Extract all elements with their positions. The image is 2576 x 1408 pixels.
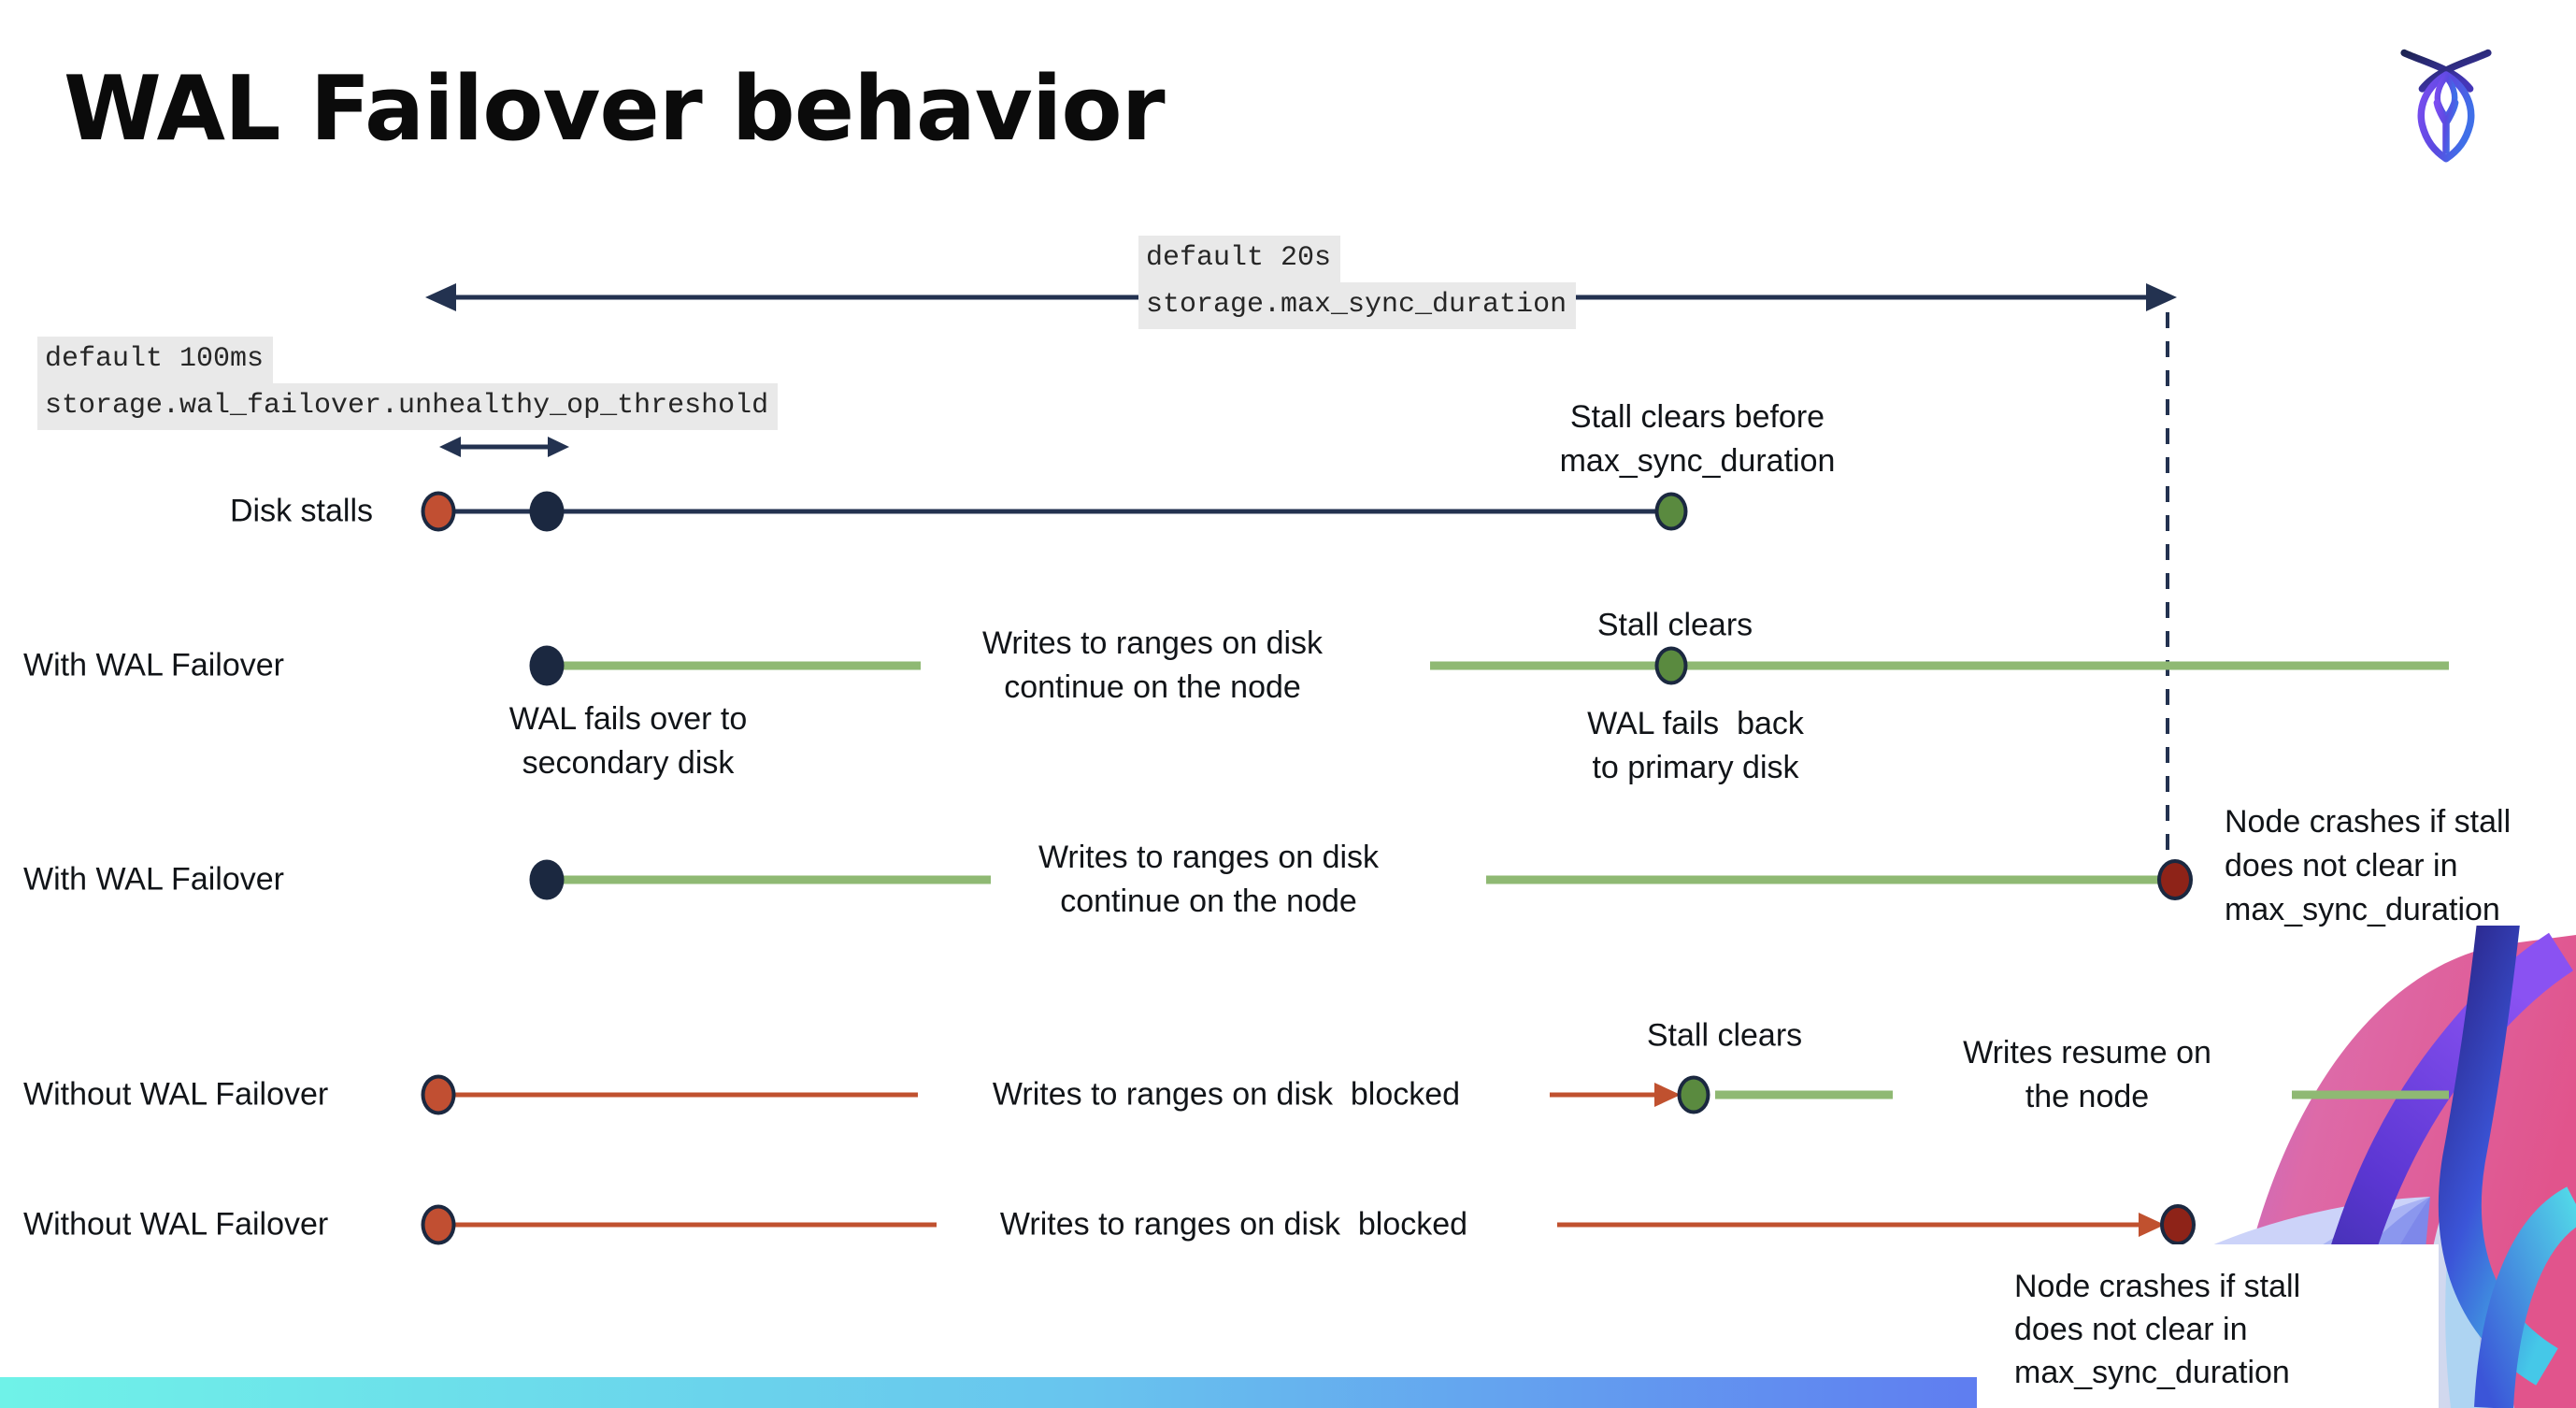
threshold-arrow-right-icon — [548, 437, 569, 457]
writes-continue-line-2 — [1430, 661, 2449, 670]
bottom-gradient-bar — [0, 1377, 1978, 1408]
node-crash-dot-1 — [2157, 859, 2193, 900]
max-sync-default-label: default 20s — [1138, 236, 1341, 282]
disk-stall-timeline — [438, 509, 1671, 514]
writes-blocked-line-2 — [451, 1222, 937, 1228]
threshold-arrow-left-icon — [439, 437, 461, 457]
row-label-disk-stalls: Disk stalls — [230, 493, 374, 529]
unhealthy-op-setting-label: storage.wal_failover.unhealthy_op_thresh… — [37, 383, 779, 430]
node-crash-dot-2 — [2160, 1204, 2196, 1245]
max-sync-duration-annotation: default 20s storage.max_sync_duration — [1138, 236, 1577, 329]
threshold-arrow-line — [458, 444, 550, 450]
stall-clears-label-2: Stall clears — [1646, 1017, 1803, 1054]
blocked-arrow-line-2 — [1557, 1222, 2140, 1228]
failover-dot-2 — [529, 859, 565, 900]
stall-clears-dot — [1654, 492, 1688, 531]
blocked-arrow-line-1 — [1550, 1092, 1656, 1098]
row-label-without-wal-failover-2: Without WAL Failover — [23, 1206, 329, 1243]
writes-blocked-line-1 — [451, 1092, 918, 1098]
page-title: WAL Failover behavior — [64, 58, 1166, 161]
unhealthy-op-threshold-annotation: default 100ms storage.wal_failover.unhea… — [37, 337, 779, 430]
writes-resume-line-1 — [1715, 1090, 1893, 1099]
arrow-left-icon — [425, 283, 456, 311]
writes-continue-line-4 — [1486, 875, 2168, 884]
unhealthy-op-default-label: default 100ms — [37, 337, 274, 383]
row-label-without-wal-failover-1: Without WAL Failover — [23, 1076, 329, 1113]
max-sync-boundary-dashed-line — [2166, 312, 2169, 864]
cockroachdb-logo-icon — [2400, 49, 2492, 163]
stall-clears-dot-2 — [1654, 646, 1688, 685]
writes-resume-line-2 — [2292, 1090, 2449, 1099]
writes-continue-line-1 — [561, 661, 921, 670]
blocked-arrowhead-icon-1 — [1654, 1083, 1681, 1107]
writes-continue-line-3 — [561, 875, 991, 884]
row-label-with-wal-failover-2: With WAL Failover — [23, 861, 284, 898]
stall-start-dot-2 — [421, 1074, 456, 1115]
max-sync-setting-label: storage.max_sync_duration — [1138, 282, 1577, 329]
writes-blocked-label-1: Writes to ranges on disk blocked — [992, 1076, 1461, 1113]
stall-start-dot-3 — [421, 1204, 456, 1245]
stall-clears-dot-3 — [1677, 1075, 1710, 1114]
arrow-right-icon — [2146, 283, 2177, 311]
stall-clears-label-1: Stall clears — [1596, 607, 1753, 643]
threshold-reached-dot — [529, 491, 565, 532]
row-label-with-wal-failover-1: With WAL Failover — [23, 647, 284, 683]
stall-start-dot — [421, 491, 456, 532]
writes-blocked-label-2: Writes to ranges on disk blocked — [999, 1206, 1468, 1243]
failover-dot — [529, 645, 565, 686]
